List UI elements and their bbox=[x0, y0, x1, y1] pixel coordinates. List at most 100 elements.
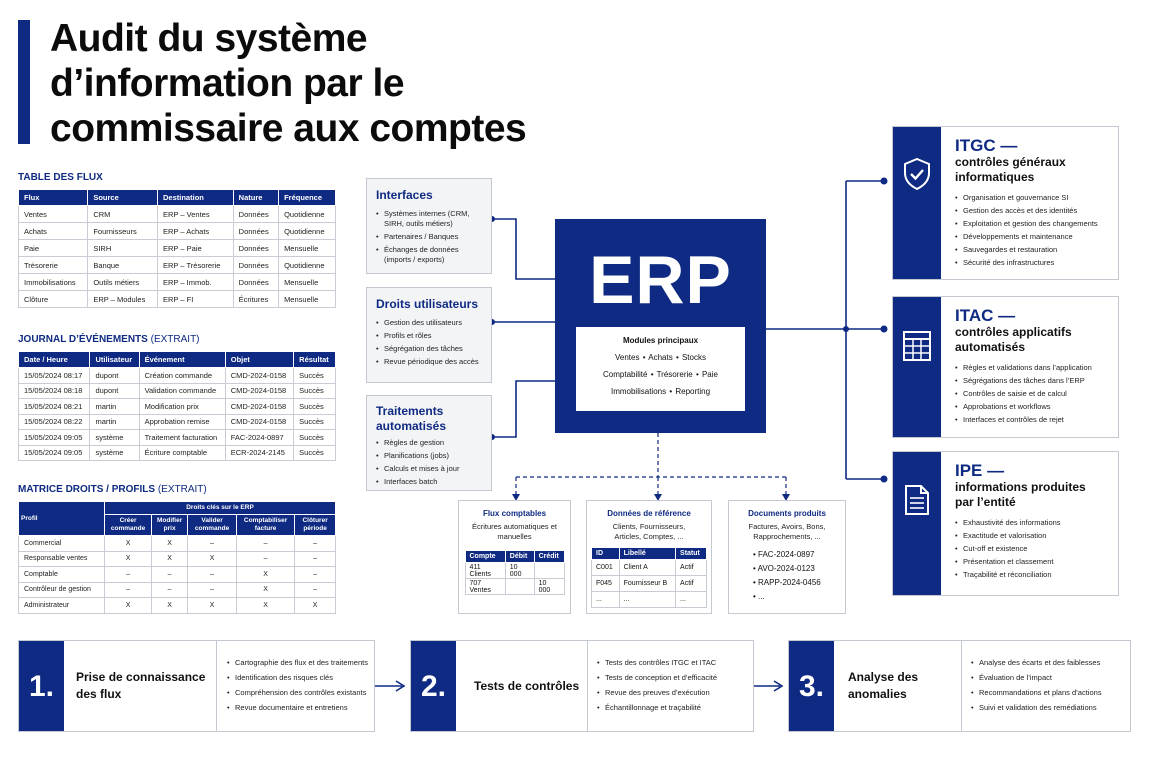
itac-title: ITAC — bbox=[955, 306, 1016, 325]
flux-table-col-header: Destination bbox=[157, 189, 234, 206]
matrix-heading: MATRICE DROITS / PROFILS (EXTRAIT) bbox=[18, 484, 336, 495]
journal-table-cell: Approbation remise bbox=[138, 413, 226, 430]
accounting-flows-cell: 10 000 bbox=[533, 578, 565, 595]
produced-document-item: • FAC-2024-0897 bbox=[753, 550, 815, 559]
matrix-cell: X bbox=[294, 597, 336, 614]
automated-processing-box: Traitements automatisés Règles de gestio… bbox=[366, 395, 492, 491]
ipe-subtitle: informations produites par l’entité bbox=[955, 480, 1086, 509]
journal-table-cell: FAC-2024-0897 bbox=[224, 429, 295, 446]
page-title: Audit du système d’information par le co… bbox=[50, 17, 527, 150]
flux-table-cell: Banque bbox=[87, 256, 159, 274]
title-accent-bar bbox=[18, 20, 30, 144]
user-rights-item: Ségrégation des tâches bbox=[376, 344, 482, 354]
step-3-title: Analyse des anomalies bbox=[834, 641, 962, 731]
journal-section: JOURNAL D’ÉVÉNEMENTS (EXTRAIT) Date / He… bbox=[17, 334, 336, 461]
matrix-cell: X bbox=[151, 597, 189, 614]
reference-data-cell: Client A bbox=[618, 559, 677, 576]
itac-item: Approbations et workflows bbox=[955, 402, 1118, 411]
accounting-flows-title: Flux comptables bbox=[482, 509, 547, 518]
journal-table-cell: dupont bbox=[89, 382, 140, 399]
step-1-number: 1. bbox=[19, 641, 64, 731]
journal-table-cell: Création commande bbox=[138, 367, 226, 384]
step-1-title: Prise de connaissance des flux bbox=[64, 641, 217, 731]
itac-box: ITAC — contrôles applicatifs automatisés… bbox=[892, 296, 1119, 438]
journal-table-cell: Succès bbox=[293, 382, 336, 399]
reference-data-cell: Actif bbox=[675, 575, 707, 592]
ipe-item: Exactitude et valorisation bbox=[955, 531, 1118, 540]
flux-table-cell: Immobilisations bbox=[17, 273, 89, 291]
journal-table-cell: ECR-2024-2145 bbox=[224, 444, 295, 461]
matrix-cell: – bbox=[187, 581, 238, 598]
interfaces-title: Interfaces bbox=[376, 188, 433, 202]
matrix-cell: X bbox=[103, 597, 153, 614]
step-3-number: 3. bbox=[789, 641, 834, 731]
accounting-flows-box: Flux comptables Écritures automatiques e… bbox=[458, 500, 571, 614]
step-2: 2. Tests de contrôles Tests des contrôle… bbox=[410, 640, 754, 732]
matrix-cell: – bbox=[151, 566, 189, 583]
journal-table-cell: CMD-2024-0158 bbox=[224, 413, 295, 430]
matrix-cell: – bbox=[236, 550, 296, 567]
flux-table-cell: Trésorerie bbox=[17, 256, 89, 274]
itac-item: Contrôles de saisie et de calcul bbox=[955, 389, 1118, 398]
ipe-item: Traçabilité et réconciliation bbox=[955, 570, 1118, 579]
automated-processing-title: Traitements automatisés bbox=[376, 404, 447, 433]
flux-table-cell: Achats bbox=[17, 222, 89, 240]
shield-check-icon bbox=[904, 157, 930, 191]
matrix-section: MATRICE DROITS / PROFILS (EXTRAIT) Profi… bbox=[18, 484, 336, 614]
step-3-list: Analyse des écarts et des faiblessesÉval… bbox=[971, 658, 1102, 718]
accounting-flows-cell: 411 Clients bbox=[464, 562, 506, 579]
matrix-group-header-row: Profil Droits clés sur le ERP bbox=[18, 501, 336, 536]
reference-data-col-header: Libellé bbox=[618, 547, 677, 560]
step-3-item: Recommandations et plans d’actions bbox=[971, 688, 1102, 697]
user-rights-item: Gestion des utilisateurs bbox=[376, 318, 482, 328]
flux-table-cell: Outils métiers bbox=[87, 273, 159, 291]
flux-table-cell: Écritures bbox=[232, 290, 280, 308]
journal-table-col-header: Utilisateur bbox=[89, 351, 140, 368]
ipe-title: IPE — bbox=[955, 461, 1005, 480]
reference-data-row: ......... bbox=[591, 591, 707, 608]
flux-table-cell: Clôture bbox=[17, 290, 89, 308]
reference-data-box: Données de référence Clients, Fournisseu… bbox=[586, 500, 712, 614]
interfaces-list: Systèmes internes (CRM, SIRH, outils mét… bbox=[376, 209, 482, 265]
accounting-flows-desc: Écritures automatiques et manuelles bbox=[471, 522, 558, 541]
flux-table-cell: ERP – FI bbox=[157, 290, 234, 308]
journal-table-cell: système bbox=[89, 444, 140, 461]
matrix-cell: X bbox=[187, 550, 238, 567]
itgc-item: Sécurité des infrastructures bbox=[955, 258, 1118, 267]
matrix-cell: X bbox=[236, 581, 296, 598]
modules-row-2: Comptabilité • Trésorerie • Paie bbox=[603, 370, 718, 379]
journal-table-cell: Succès bbox=[293, 429, 336, 446]
step-2-item: Revue des preuves d’exécution bbox=[597, 688, 717, 697]
matrix-cell: – bbox=[187, 535, 238, 552]
automated-processing-item: Calculs et mises à jour bbox=[376, 464, 482, 474]
ipe-item: Exhaustivité des informations bbox=[955, 518, 1118, 527]
accounting-flows-cell bbox=[504, 578, 535, 595]
flux-table-cell: ERP – Paie bbox=[157, 239, 234, 257]
itac-list: Règles et validations dans l’application… bbox=[955, 363, 1118, 424]
itac-item: Ségrégations des tâches dans l’ERP bbox=[955, 376, 1118, 385]
flux-table-cell: Quotidienne bbox=[278, 222, 336, 240]
reference-data-cell: ... bbox=[618, 591, 677, 608]
flux-table-cell: ERP – Immob. bbox=[157, 273, 234, 291]
journal-table-cell: Validation commande bbox=[138, 382, 226, 399]
flux-table-cell: Données bbox=[232, 205, 280, 223]
journal-heading-suffix: (EXTRAIT) bbox=[150, 334, 200, 345]
flux-table-cell: Ventes bbox=[17, 205, 89, 223]
step-2-item: Tests des contrôles ITGC et ITAC bbox=[597, 658, 717, 667]
produced-document-item: • RAPP-2024-0456 bbox=[753, 578, 821, 587]
flux-table-cell: ERP – Modules bbox=[87, 290, 159, 308]
